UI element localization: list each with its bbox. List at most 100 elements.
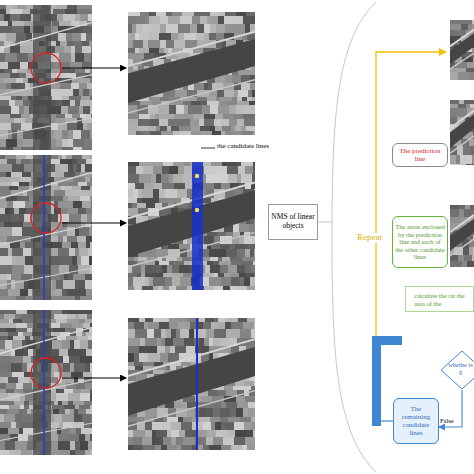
photo-texture (181, 362, 191, 366)
photo-texture (168, 119, 178, 126)
photo-texture (11, 422, 16, 428)
photo-texture (145, 273, 155, 277)
photo-texture (456, 108, 467, 117)
photo-texture (18, 377, 29, 383)
photo-texture (128, 286, 134, 290)
photo-texture (222, 126, 231, 131)
photo-texture (473, 235, 474, 239)
photo-texture (163, 437, 171, 445)
photo-texture (0, 428, 8, 434)
photo-texture (75, 100, 80, 106)
photo-texture (251, 386, 255, 390)
photo-texture (20, 177, 31, 182)
photo-texture (179, 265, 189, 273)
photo-texture (231, 322, 243, 329)
photo-texture (199, 318, 205, 322)
photo-texture (128, 24, 132, 33)
photo-texture (67, 41, 74, 46)
photo-texture (79, 26, 83, 33)
photo-texture (0, 414, 4, 422)
photo-texture (54, 401, 58, 405)
photo-texture (177, 257, 182, 261)
photo-texture (159, 33, 171, 40)
photo-texture (228, 265, 237, 273)
photo-texture (178, 322, 190, 329)
photo-texture (82, 414, 91, 422)
photo-texture (242, 445, 247, 450)
photo-texture (77, 159, 86, 164)
photo-texture (60, 164, 68, 172)
photo-texture (159, 261, 169, 265)
photo-texture (50, 236, 58, 242)
photo-texture (62, 414, 74, 422)
photo-texture (243, 408, 248, 417)
photo-texture (454, 30, 466, 36)
photo-road (0, 380, 92, 400)
photo-texture (0, 118, 6, 123)
photo-texture (254, 381, 255, 386)
photo-texture (137, 273, 141, 277)
photo-texture (139, 126, 148, 131)
photo-texture (128, 437, 133, 445)
photo-texture (195, 105, 202, 114)
photo-texture (128, 131, 136, 135)
photo-texture (68, 393, 80, 401)
photo-texture (183, 174, 192, 183)
photo-texture (173, 338, 184, 346)
photo-texture (81, 33, 86, 41)
photo-texture (208, 390, 218, 396)
photo-texture (199, 119, 204, 126)
photo-texture (213, 402, 221, 408)
photo-texture (12, 372, 24, 377)
photo-texture (226, 390, 237, 396)
photo-road (450, 53, 474, 69)
photo-texture (67, 236, 77, 242)
photo-texture (241, 162, 253, 166)
photo-texture (152, 430, 156, 437)
photo-texture (128, 162, 139, 166)
photo-texture (11, 155, 16, 159)
photo-texture (467, 62, 474, 68)
photo-texture (161, 131, 173, 135)
photo-texture (135, 183, 144, 189)
photo-texture (211, 162, 222, 166)
photo-texture (86, 332, 92, 336)
photo-texture (86, 242, 90, 248)
photo-texture (83, 372, 92, 377)
photo-texture (233, 386, 240, 390)
photo-texture (213, 408, 220, 417)
photo-texture (4, 69, 12, 73)
photo-texture (219, 101, 226, 105)
photo-texture (204, 236, 214, 244)
photo-texture (177, 445, 181, 450)
photo-texture (248, 408, 255, 417)
photo-texture (63, 356, 69, 363)
photo-texture (77, 5, 84, 9)
photo-texture (53, 349, 59, 356)
photo-texture (54, 372, 59, 377)
photo-texture (253, 166, 255, 174)
photo-texture (19, 409, 27, 414)
photo-texture (58, 441, 70, 450)
photo-texture (156, 174, 161, 183)
photo-texture (148, 126, 156, 131)
photo-texture (62, 310, 69, 314)
photo-texture (221, 445, 231, 450)
photo-texture (164, 48, 168, 53)
photo-texture (172, 277, 180, 286)
photo-texture (19, 182, 29, 186)
photo-texture (0, 186, 9, 190)
photo-texture (249, 101, 255, 105)
photo-texture (54, 190, 65, 196)
photo-texture (205, 408, 213, 417)
photo-texture (237, 97, 242, 101)
photo-texture (166, 12, 172, 16)
photo-texture (217, 232, 226, 236)
photo-texture (199, 417, 210, 422)
photo-texture (213, 437, 223, 445)
photo-texture (157, 346, 165, 353)
photo-texture (252, 97, 255, 101)
photo-texture (238, 70, 250, 75)
photo-texture (8, 377, 18, 383)
photo-texture (246, 12, 255, 16)
